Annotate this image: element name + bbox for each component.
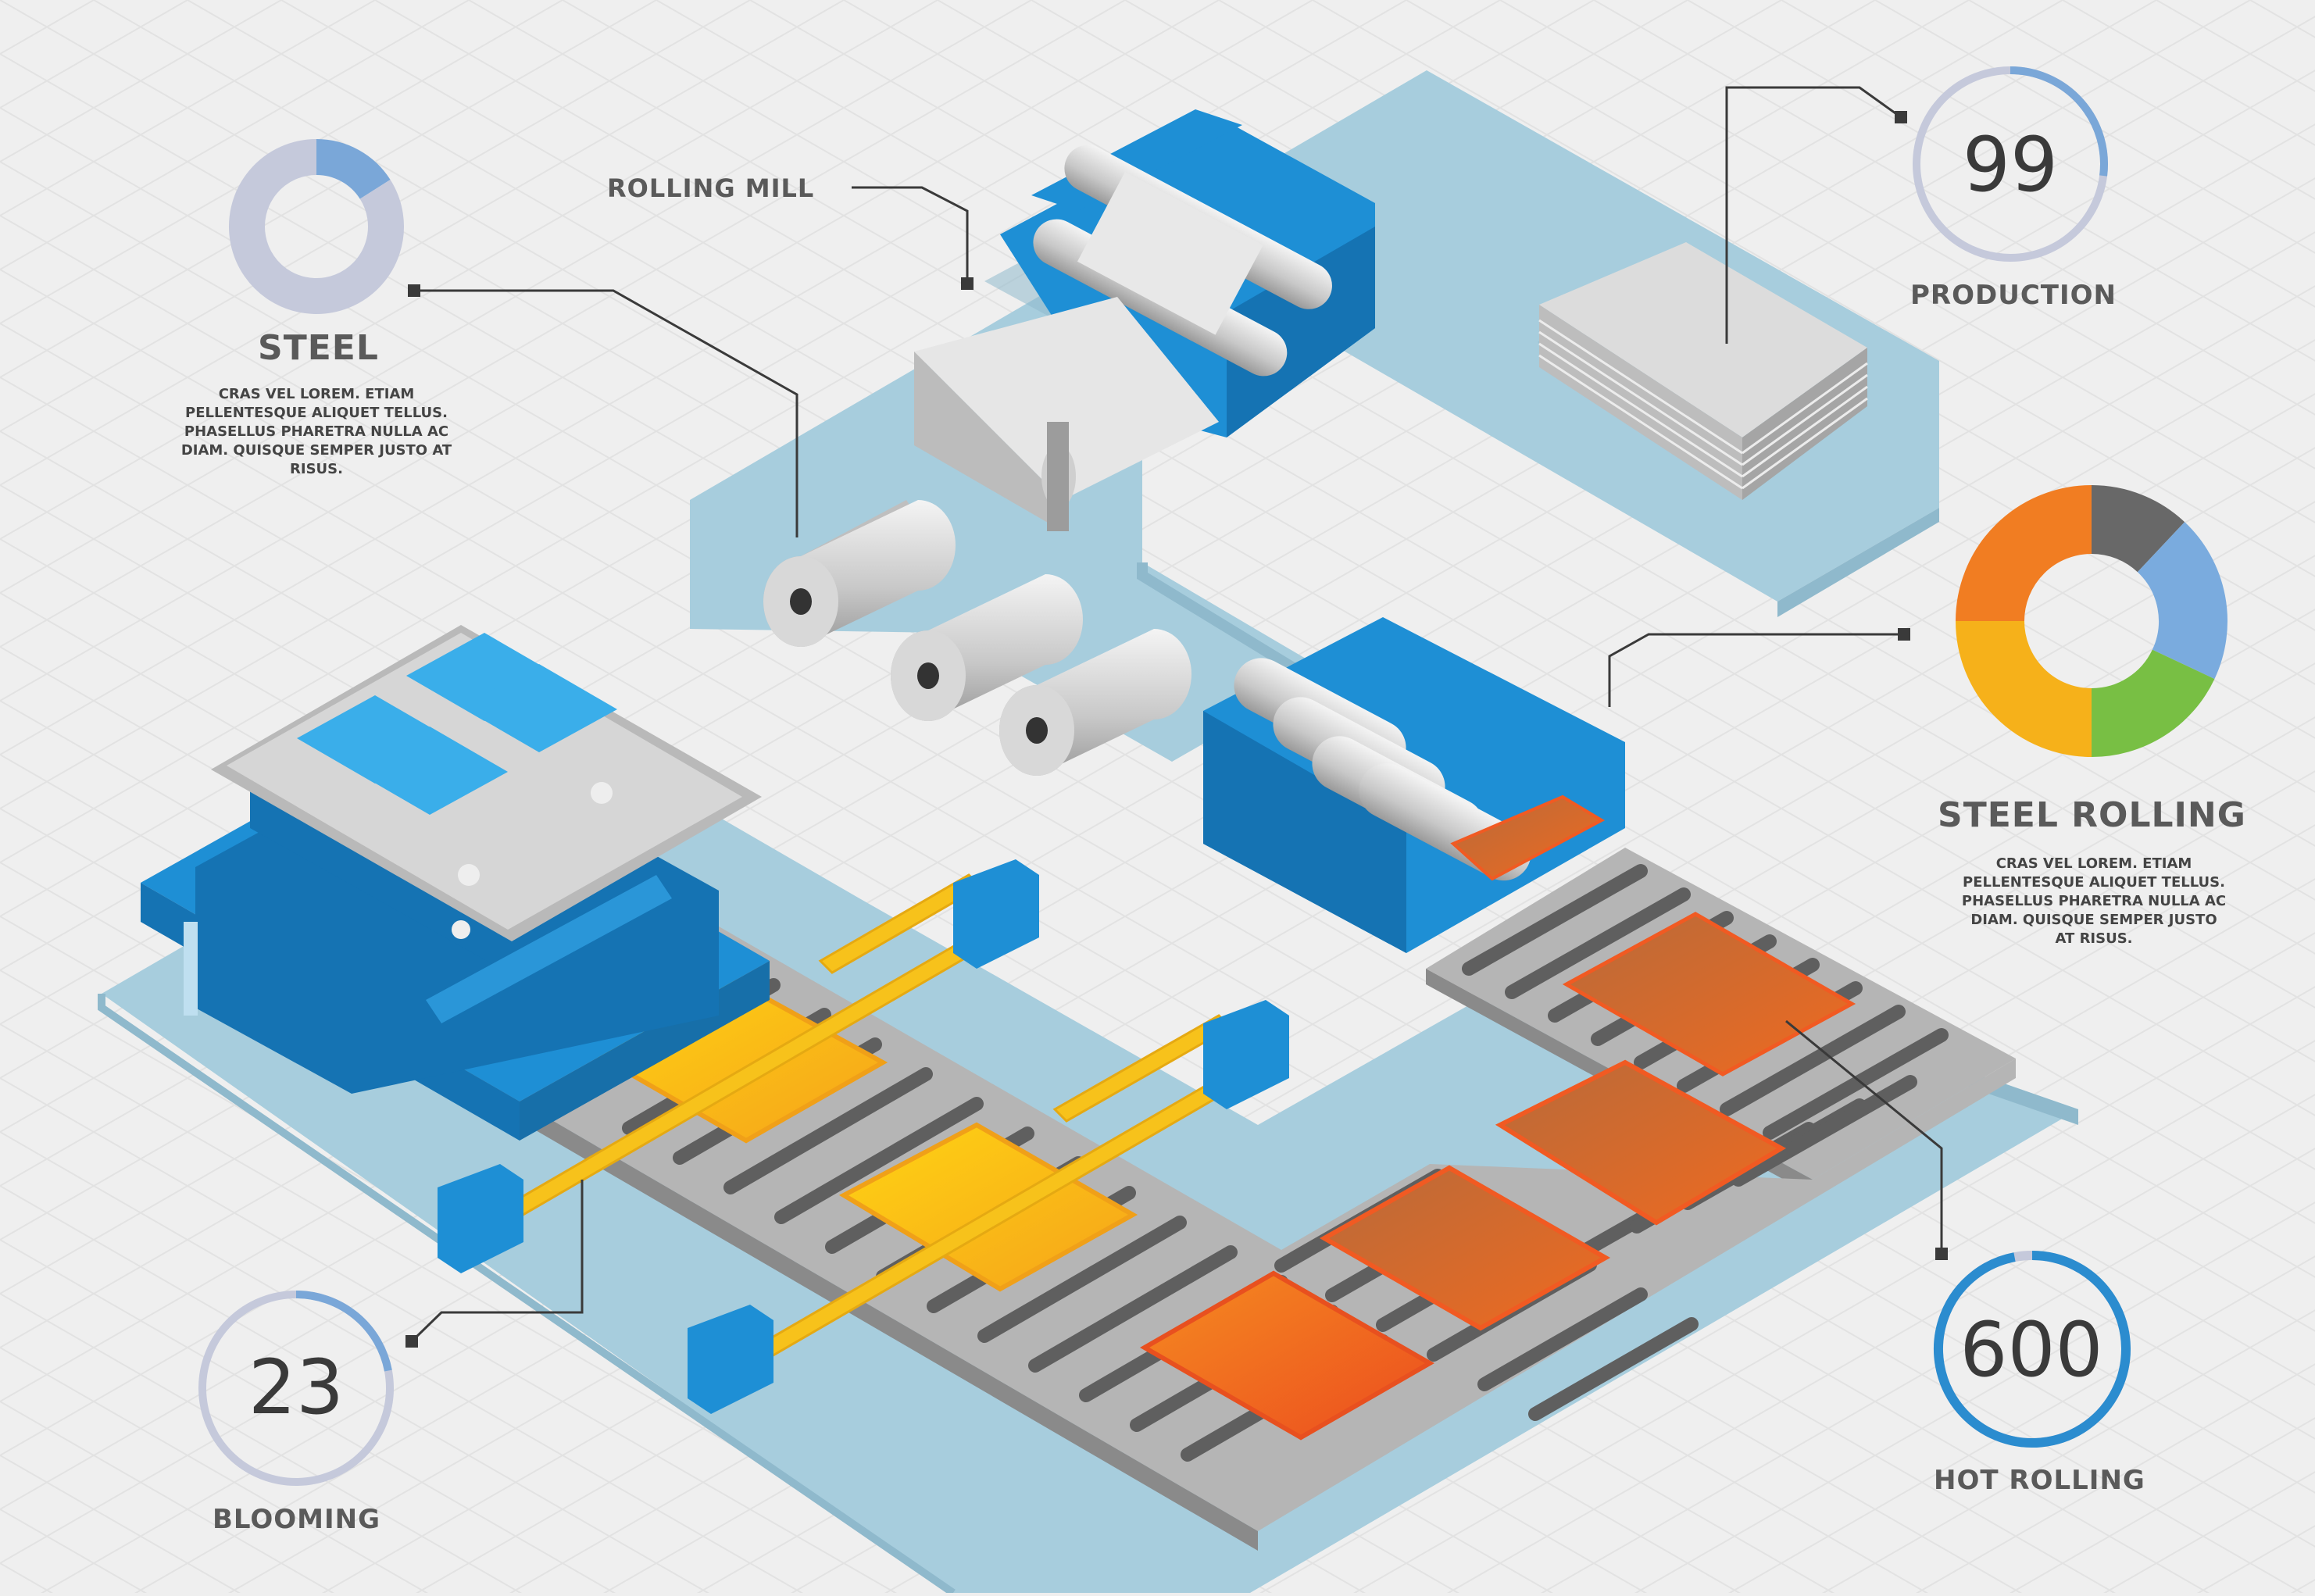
steel-donut-segment-1 [229, 139, 404, 314]
steel-rolling-label: STEEL ROLLING [1938, 795, 2246, 835]
steel-donut-segment-0 [316, 139, 391, 200]
blooming-ring [198, 1291, 394, 1486]
rolling-mill-machine [914, 109, 1375, 531]
hot-rolling-label: HOT ROLLING [1934, 1465, 2145, 1496]
manipulator-arms [482, 873, 1233, 1373]
steel-donut-chart [229, 139, 404, 314]
hot-rolling-value: 600 [1960, 1306, 2103, 1394]
steel-rolling-donut-segment-4 [1956, 485, 2093, 623]
leader-lines [410, 86, 1943, 1343]
blooming-label: BLOOMING [213, 1504, 381, 1535]
hot-slabs [1139, 1059, 1787, 1441]
steel-rolling-donut-chart [1956, 485, 2227, 757]
actuator-blocks [438, 859, 1289, 1414]
steel-rolling-donut-segment-3 [1956, 619, 2093, 757]
steel-label: STEEL [258, 328, 379, 368]
blooming-value: 23 [248, 1344, 345, 1431]
production-ring-fill [2010, 66, 2108, 177]
steel-description: CRAS VEL LOREM. ETIAM PELLENTESQUE ALIQU… [180, 386, 452, 477]
steel-rolling-donut-segment-0 [2090, 485, 2185, 573]
steel-rolling-machine [1203, 617, 1625, 953]
rolling-mill-label: ROLLING MILL [607, 173, 815, 203]
hot-rolling-ring [1934, 1251, 2131, 1448]
production-ring [1913, 66, 2108, 262]
steel-rolling-donut-segment-2 [2090, 648, 2215, 757]
blooming-mill-building [141, 625, 770, 1141]
hot-rolling-ring-fill [1934, 1251, 2131, 1448]
stacked-steel-plates [1538, 242, 1868, 500]
leader-dots [405, 111, 1948, 1348]
steel-rolling-description: CRAS VEL LOREM. ETIAM PELLENTESQUE ALIQU… [1961, 855, 2227, 947]
blooming-ring-fill [295, 1291, 392, 1372]
steel-rolling-donut-segment-1 [2136, 522, 2227, 680]
production-value: 99 [1962, 121, 2059, 209]
steel-coils [763, 500, 1191, 776]
production-label: PRODUCTION [1910, 280, 2117, 311]
